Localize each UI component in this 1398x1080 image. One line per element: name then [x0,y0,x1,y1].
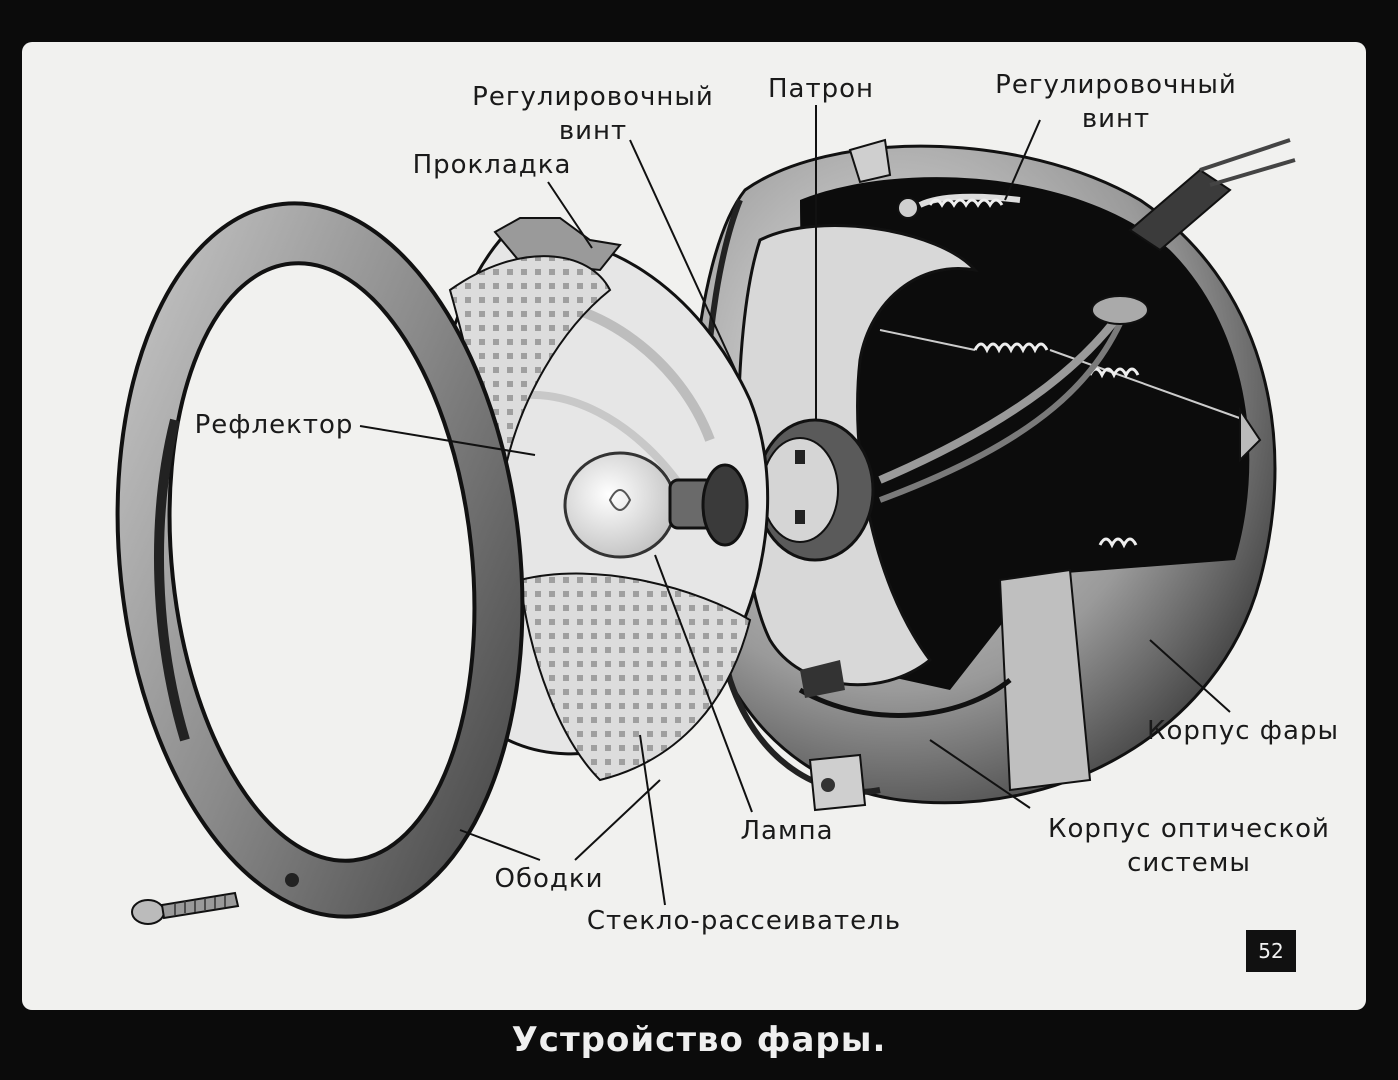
label-lamp: Лампа [740,816,834,846]
label-adjusting-screw-right: Регулировочный винт [995,70,1237,134]
label-reflector: Рефлектор [194,410,354,440]
label-headlight-housing: Корпус фары [1146,716,1339,746]
slide-number-badge: 52 [1246,930,1296,972]
label-adjusting-screw-left: Регулировочный винт [472,82,714,146]
adjusting-screw-top [897,193,1021,219]
label-socket: Патрон [767,74,875,104]
slide-caption: Устройство фары. [511,1020,887,1060]
lamp-socket [755,418,875,562]
label-gasket: Прокладка [412,150,572,180]
lamp-bulb [563,451,749,559]
label-optical-system-housing: Корпус оптической системы [1048,814,1330,878]
leader-lines [359,105,1231,906]
label-diffuser-glass: Стекло-рассеиватель [586,906,902,936]
label-rims: Ободки [494,864,604,894]
loose-screw [131,891,240,925]
power-cable [878,138,1296,503]
front-rim [115,201,525,919]
